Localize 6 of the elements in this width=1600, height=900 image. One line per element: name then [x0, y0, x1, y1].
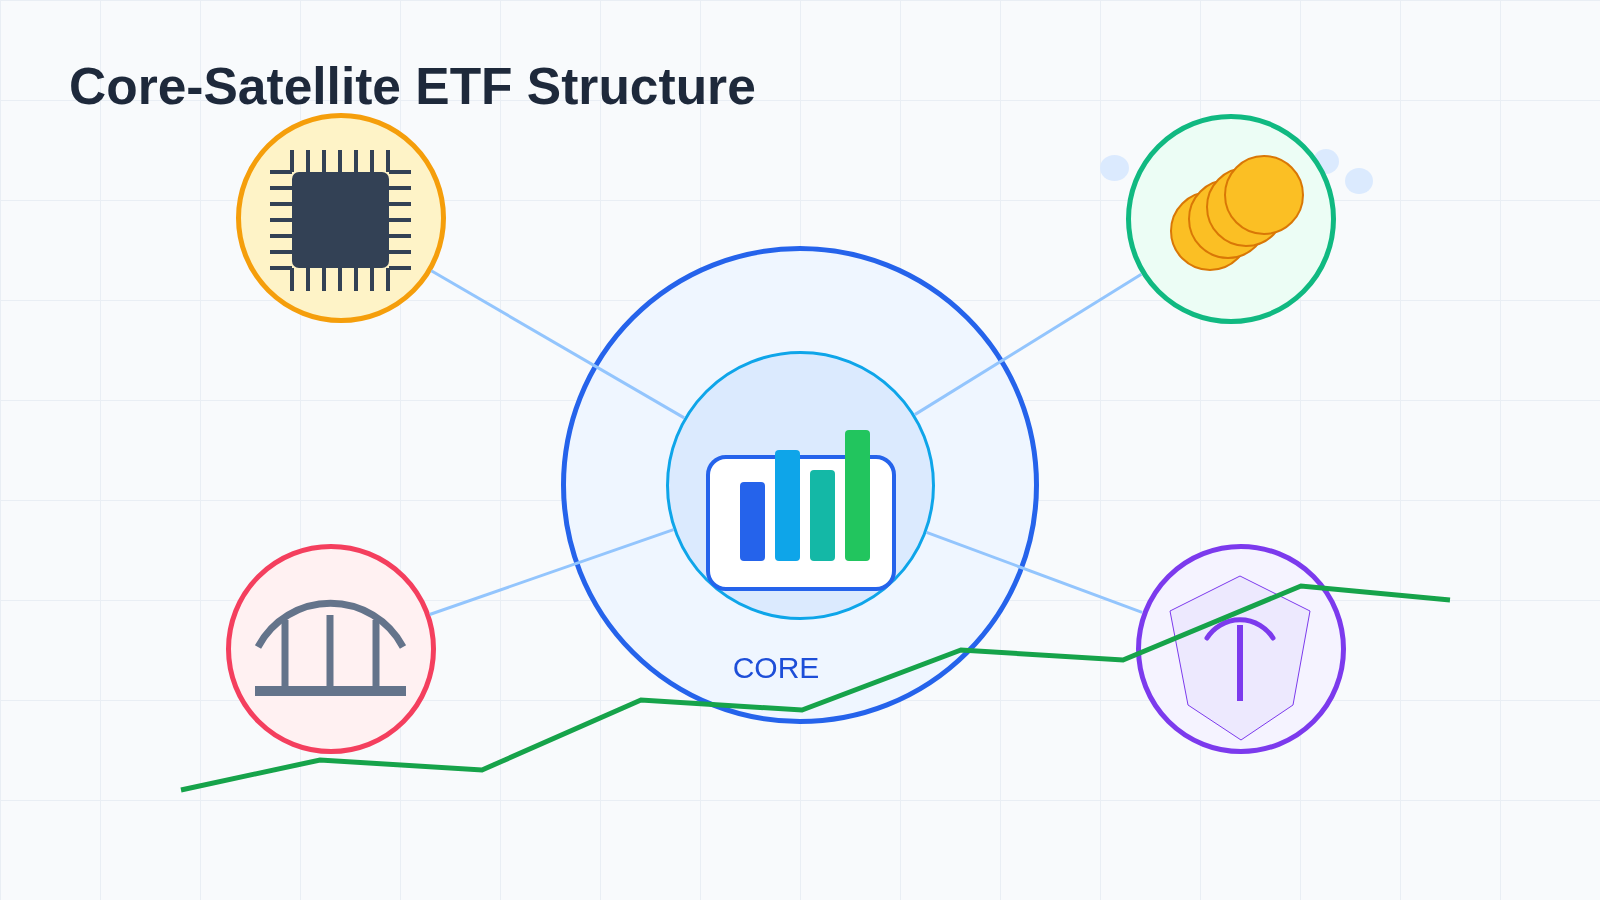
connector-line	[429, 528, 674, 616]
connector-line	[430, 269, 685, 420]
core-label: CORE	[732, 653, 820, 683]
connector-line	[914, 273, 1143, 416]
title: Core-Satellite ETF Structure	[69, 57, 756, 117]
connector-line	[926, 530, 1143, 614]
